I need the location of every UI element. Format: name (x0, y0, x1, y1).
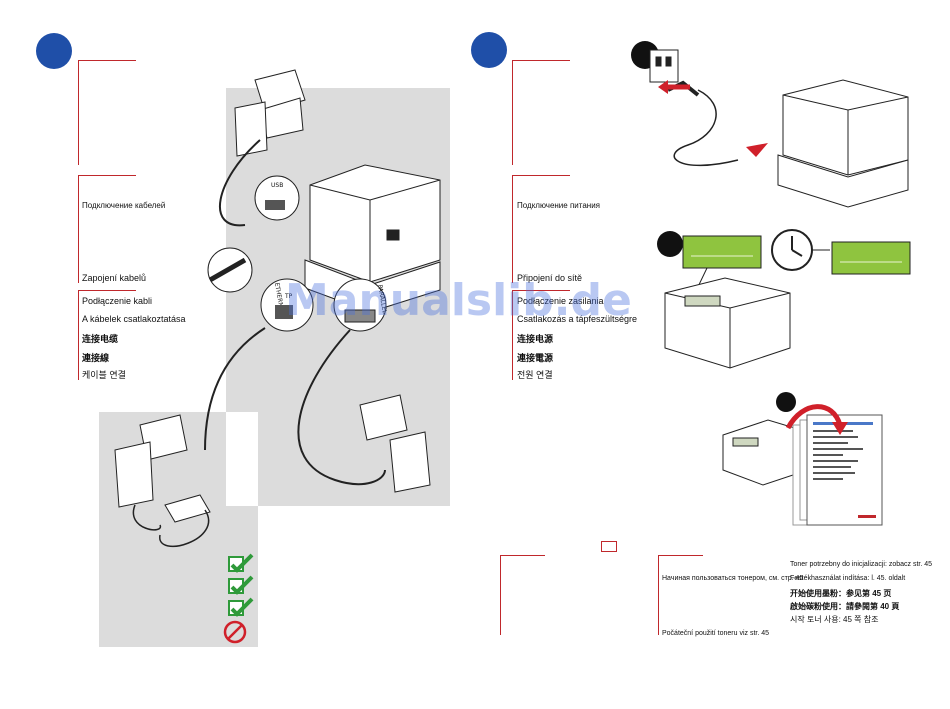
usb-port-callout: USB (254, 175, 300, 221)
power-label-pl: Podłączenie zasilania (517, 296, 604, 306)
rule-right-5 (658, 555, 659, 635)
rule-left-2 (78, 175, 79, 283)
top-computer-icon (234, 69, 306, 157)
toner-note-pl: Toner potrzebny do inicjalizacji: zobacz… (790, 561, 933, 568)
printer-icon-right-top (777, 79, 909, 208)
rule-left-3h (78, 290, 136, 291)
toner-note-ko: 시작 토너 사용: 45 쪽 참조 (790, 615, 879, 624)
rule-right-2h (512, 175, 570, 176)
check-icon-3 (228, 597, 254, 617)
rule-right-1 (512, 60, 513, 165)
power-connection-illustration (631, 41, 909, 208)
toner-note-zh-cn: 开始使用墨粉：参见第 45 页 (790, 589, 892, 598)
rule-right-1h (512, 60, 570, 61)
rule-right-3 (512, 290, 513, 380)
rule-right-4 (500, 555, 501, 635)
cable-label-ru: Подключение кабелей (82, 201, 166, 210)
warmup-illustration (657, 229, 911, 369)
lcd-panel-2 (831, 241, 911, 275)
toner-note-zh-tw: 啟始碳粉使用：請參閱第 40 頁 (790, 602, 900, 611)
rule-right-4h (500, 555, 545, 556)
cable-label-ko: 케이블 연결 (82, 370, 126, 380)
arrow-power-cord-icon (746, 143, 768, 157)
right-computer-icon (359, 394, 431, 493)
prohibited-icon (223, 620, 247, 644)
rule-right-5h (658, 555, 703, 556)
check-icon-1 (228, 553, 254, 573)
usb-connector-callout (207, 247, 253, 293)
step-number-circle-right (471, 32, 507, 68)
step-number-circle-left (36, 33, 72, 69)
power-label-zh-cn: 连接电源 (517, 334, 554, 344)
rule-left-3 (78, 290, 79, 380)
parallel-port-callout: PARALLEL (333, 278, 388, 332)
note-icon (601, 541, 617, 552)
printer-icon-left (304, 164, 441, 313)
svg-text:USB: USB (271, 182, 283, 189)
cable-label-zh-tw: 連接線 (82, 353, 110, 363)
rule-left-2h (78, 175, 136, 176)
ethernet-port-callout: ETHERNET TP (260, 278, 314, 332)
power-label-ru: Подключение питания (517, 201, 600, 210)
toner-note-hu: Festékhasználat indítása: l. 45. oldalt (790, 575, 906, 582)
cable-label-zh-cn: 连接电缆 (82, 334, 119, 344)
cable-connection-illustration: USB ETHERNET TP PARALLEL (114, 69, 441, 548)
toner-note-cs: Počáteční použití toneru viz str. 45 (662, 630, 770, 637)
test-page-sheet (806, 414, 883, 526)
rule-right-3h (512, 290, 570, 291)
network-hub-icon (164, 494, 211, 523)
rule-left-1h (78, 60, 136, 61)
power-label-cs: Připojení do sítě (517, 273, 583, 283)
rule-left-1 (78, 60, 79, 165)
step-c-circle (776, 392, 796, 412)
watermark-text: Manualslib.de (285, 275, 632, 326)
svg-text:TP: TP (284, 293, 293, 300)
printer-icon-right-mid (664, 277, 791, 369)
power-label-ko: 전원 연결 (517, 370, 553, 380)
toner-note-ru: Начиная пользоваться тонером, см. стр. 4… (662, 575, 804, 582)
power-label-zh-tw: 連接電源 (517, 353, 554, 363)
cable-label-cs: Zapojení kabelů (82, 273, 147, 283)
power-label-hu: Csatlakozás a tápfeszültségre (517, 314, 638, 324)
check-icon-2 (228, 575, 254, 595)
cable-label-hu: A kábelek csatlakoztatása (82, 314, 186, 324)
cable-label-pl: Podłączenie kabli (82, 296, 153, 306)
step-b-circle (657, 231, 683, 257)
test-page-illustration (722, 392, 883, 526)
wall-outlet-icon (649, 49, 679, 83)
lcd-panel-1 (682, 235, 762, 269)
rule-right-2 (512, 175, 513, 283)
left-computer-icon (114, 414, 188, 508)
